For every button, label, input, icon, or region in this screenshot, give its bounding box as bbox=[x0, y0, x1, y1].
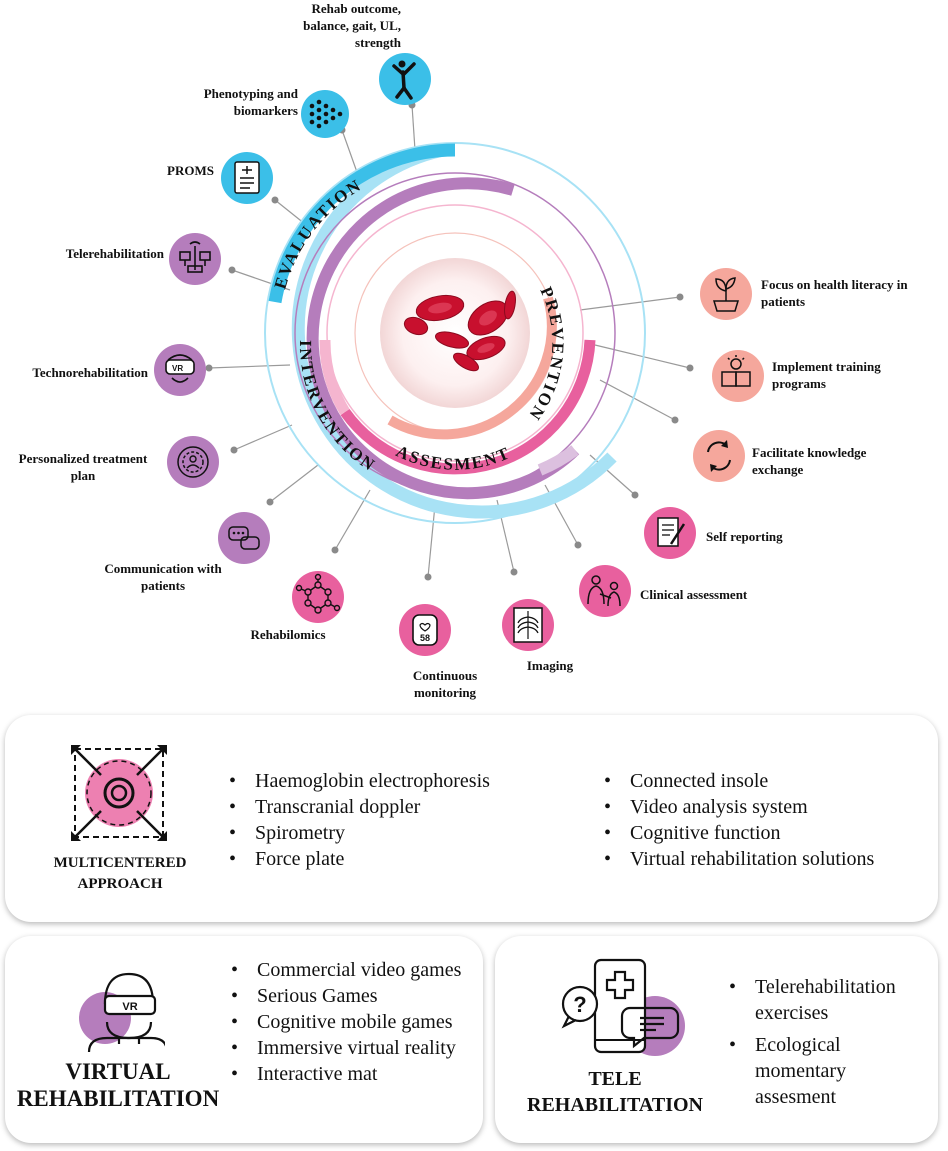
label-clinical-assessment: Clinical assessment bbox=[640, 587, 748, 602]
virtual-rehabilitation-panel: VR VIRTUAL REHABILITATION Commercial vid… bbox=[5, 936, 483, 1143]
label-rehabilomics: Rehabilomics bbox=[250, 627, 326, 642]
list-item: Transcranial doppler bbox=[225, 794, 565, 820]
multicentered-title: MULTICENTERED APPROACH bbox=[25, 853, 215, 895]
virtual-title-line2: REHABILITATION bbox=[16, 1086, 220, 1111]
network-devices-icon bbox=[169, 233, 221, 285]
chat-bubbles-icon bbox=[218, 512, 270, 564]
virtual-list: Commercial video games Serious Games Cog… bbox=[227, 957, 477, 1087]
list-item: Immersive virtual reality bbox=[227, 1035, 477, 1061]
label-knowledge-exchange: Facilitate knowledge exchange bbox=[752, 445, 867, 477]
list-item: Force plate bbox=[225, 846, 565, 872]
book-bulb-icon bbox=[712, 350, 764, 402]
multicentered-left-list: Haemoglobin electrophoresis Transcranial… bbox=[225, 768, 565, 872]
refresh-arrows-icon bbox=[693, 430, 745, 482]
tele-title-line2: REHABILITATION bbox=[527, 1094, 703, 1116]
list-item: Virtual rehabilitation solutions bbox=[600, 846, 930, 872]
label-imaging: Imaging bbox=[526, 658, 574, 673]
list-item: Connected insole bbox=[600, 768, 930, 794]
label-phenotyping: Phenotyping and biomarkers bbox=[203, 86, 298, 118]
virtual-title: VIRTUAL REHABILITATION bbox=[13, 1058, 223, 1112]
svg-text:?: ? bbox=[573, 992, 586, 1017]
tele-title-line1: TELE bbox=[588, 1068, 642, 1090]
smartwatch-icon: 58 bbox=[399, 604, 451, 656]
list-item: Cognitive mobile games bbox=[227, 1009, 477, 1035]
phone-chat-icon: ? bbox=[561, 958, 685, 1056]
molecule-icon bbox=[292, 571, 344, 623]
tele-rehabilitation-panel: ? TELE REHABILITATION Telerehabilitation… bbox=[495, 936, 938, 1143]
list-item: Cognitive function bbox=[600, 820, 930, 846]
target-person-icon bbox=[167, 436, 219, 488]
label-personalized-plan: Personalized treatment plan bbox=[18, 451, 148, 483]
multicentered-title-line2: APPROACH bbox=[77, 876, 163, 892]
document-pen-icon bbox=[644, 507, 696, 559]
tele-list: Telerehabilitation exercises Ecological … bbox=[725, 974, 930, 1110]
virtual-title-line1: VIRTUAL bbox=[65, 1059, 171, 1084]
person-jumping-icon bbox=[379, 53, 431, 105]
svg-text:VR: VR bbox=[172, 364, 183, 373]
list-item: Ecological momentary assesment bbox=[725, 1032, 930, 1110]
vr-person-icon: VR bbox=[79, 972, 165, 1053]
list-item: Interactive mat bbox=[227, 1061, 477, 1087]
xray-icon bbox=[502, 599, 554, 651]
clinician-icon bbox=[579, 565, 631, 617]
label-technorehabilitation: Technorehabilitation bbox=[32, 365, 148, 380]
multicentered-panel: MULTICENTERED APPROACH Haemoglobin elect… bbox=[5, 715, 938, 922]
connector-lines bbox=[208, 104, 691, 578]
svg-text:58: 58 bbox=[420, 633, 430, 643]
label-communication: Communication with patients bbox=[104, 561, 222, 593]
dots-arrow-icon bbox=[301, 90, 349, 138]
vr-headset-icon: VR bbox=[154, 344, 206, 396]
label-health-literacy: Focus on health literacy in patients bbox=[761, 277, 908, 309]
clipboard-icon bbox=[221, 152, 273, 204]
label-self-reporting: Self reporting bbox=[706, 529, 783, 544]
assesment-ring-label: ASSESMENT bbox=[393, 441, 513, 473]
label-proms: PROMS bbox=[167, 163, 214, 178]
list-item: Telerehabilitation exercises bbox=[725, 974, 930, 1026]
list-item: Serious Games bbox=[227, 983, 477, 1009]
multicentered-title-line1: MULTICENTERED bbox=[53, 855, 187, 871]
label-rehab-outcome: Rehab outcome, balance, gait, UL, streng… bbox=[303, 1, 401, 50]
concentric-arcs bbox=[264, 142, 646, 524]
blood-cells-center bbox=[380, 258, 530, 408]
label-telerehabilitation: Telerehabilitation bbox=[65, 246, 164, 261]
list-item: Commercial video games bbox=[227, 957, 477, 983]
care-cycle-diagram: EVALUATION INTERVENTION ASSESMENT PREVEN… bbox=[154, 53, 764, 656]
multicentered-right-list: Connected insole Video analysis system C… bbox=[600, 768, 930, 872]
target-expand-icon bbox=[71, 745, 167, 841]
list-item: Haemoglobin electrophoresis bbox=[225, 768, 565, 794]
tele-title: TELE REHABILITATION bbox=[515, 1066, 715, 1118]
sprout-icon bbox=[700, 268, 752, 320]
label-continuous-monitoring: Continuous monitoring bbox=[412, 668, 478, 700]
list-item: Video analysis system bbox=[600, 794, 930, 820]
list-item: Spirometry bbox=[225, 820, 565, 846]
label-training-programs: Implement training programs bbox=[772, 359, 881, 391]
svg-text:VR: VR bbox=[122, 1001, 137, 1013]
